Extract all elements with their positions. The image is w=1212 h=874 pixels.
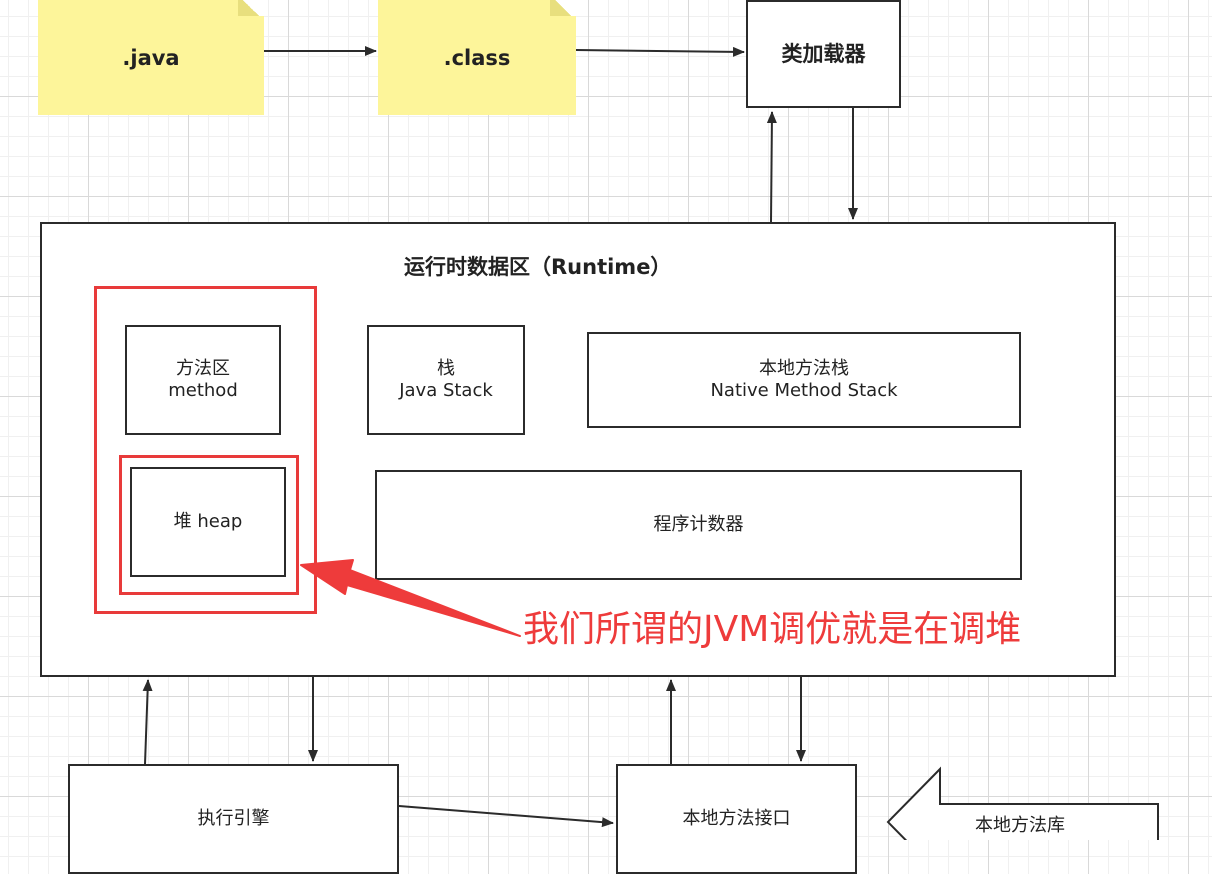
method-area-box: 方法区 method <box>125 325 281 435</box>
heap-box: 堆 heap <box>130 467 286 577</box>
native-method-stack-cn: 本地方法栈 <box>759 358 849 379</box>
heap-label: 堆 heap <box>173 511 243 532</box>
arrow-runtime-to-loader <box>766 111 777 223</box>
java-stack-en: Java Stack <box>399 380 493 401</box>
runtime-data-area <box>40 222 1116 677</box>
arrow-class-to-loader <box>575 46 745 57</box>
java-stack-box: 栈 Java Stack <box>367 325 525 435</box>
java-stack-cn: 栈 <box>437 358 455 379</box>
method-area-cn: 方法区 <box>176 358 230 379</box>
note-fold-corner <box>550 0 576 16</box>
highlight-method-heap-frame <box>94 286 317 614</box>
class-loader-label: 类加载器 <box>781 42 866 66</box>
java-file-label: .java <box>122 45 180 70</box>
execution-engine-label: 执行引擎 <box>197 808 270 829</box>
runtime-title: 运行时数据区（Runtime） <box>404 255 672 279</box>
annotation-pointer-arrow <box>300 559 521 637</box>
class-file-label: .class <box>443 45 511 70</box>
highlight-heap-frame <box>119 455 299 595</box>
native-method-stack-box: 本地方法栈 Native Method Stack <box>587 332 1021 428</box>
java-file-note: .java <box>38 0 264 115</box>
program-counter-label: 程序计数器 <box>653 514 744 535</box>
native-interface-label: 本地方法接口 <box>682 808 791 829</box>
program-counter-box: 程序计数器 <box>375 470 1022 580</box>
class-file-note: .class <box>378 0 576 115</box>
arrow-engine-to-runtime <box>142 679 153 765</box>
method-area-en: method <box>168 380 238 401</box>
note-fold-corner <box>238 0 264 16</box>
jvm-tuning-annotation: 我们所谓的JVM调优就是在调堆 <box>523 609 1022 650</box>
native-library-arrow-shape <box>886 766 1159 840</box>
class-loader-box: 类加载器 <box>746 0 901 108</box>
native-method-stack-en: Native Method Stack <box>710 380 898 401</box>
arrow-engine-to-interface <box>398 805 614 828</box>
connector-layer: 本地方法库 <box>142 46 1159 840</box>
native-library-label: 本地方法库 <box>975 815 1065 836</box>
